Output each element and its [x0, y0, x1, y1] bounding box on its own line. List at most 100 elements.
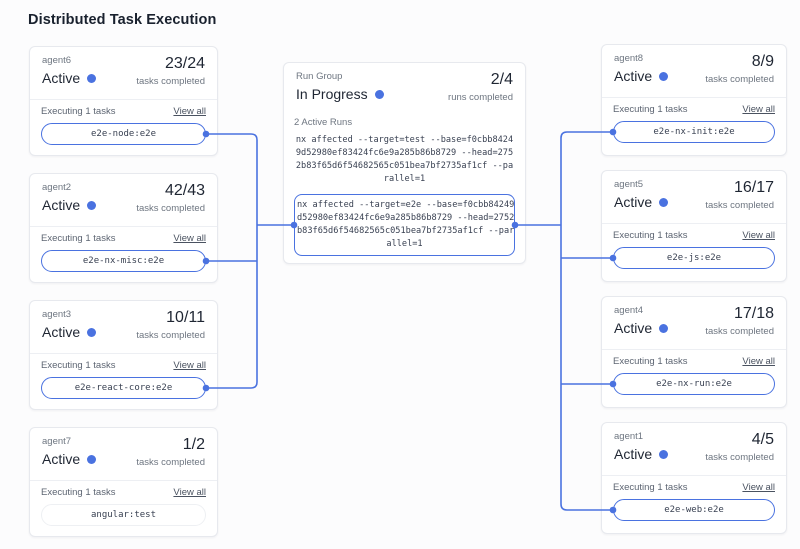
agent-card-header: agent7 Active 1/2 tasks completed — [30, 428, 217, 480]
agent-card-footer: Executing 1 tasks View all angular:test — [30, 480, 217, 526]
task-pill[interactable]: angular:test — [41, 504, 206, 526]
status-dot-icon — [659, 71, 669, 81]
run-group-panel: Run Group In Progress 2/4 runs completed… — [283, 62, 526, 264]
task-pill[interactable]: e2e-nx-misc:e2e — [41, 250, 206, 272]
agent-card-footer: Executing 1 tasks View all e2e-node:e2e — [30, 99, 217, 145]
status-dot-icon — [659, 197, 669, 207]
tasks-count: 42/43 — [164, 182, 205, 199]
page-title: Distributed Task Execution — [28, 12, 217, 28]
agent-card-header: agent8 Active 8/9 tasks completed — [602, 45, 786, 97]
agent-card-agent4: agent4 Active 17/18 tasks completed Exec… — [601, 296, 787, 408]
tasks-count: 1/2 — [182, 436, 205, 453]
agent-card-agent1: agent1 Active 4/5 tasks completed Execut… — [601, 422, 787, 534]
executing-label: Executing 1 tasks — [613, 230, 688, 241]
agent-card-agent2: agent2 Active 42/43 tasks completed Exec… — [29, 173, 218, 283]
status-dot-icon — [374, 89, 384, 99]
agent-name: agent1 — [614, 431, 644, 442]
tasks-count: 16/17 — [733, 179, 774, 196]
agent-status: Active — [614, 192, 669, 212]
task-pill[interactable]: e2e-react-core:e2e — [41, 377, 206, 399]
agent-card-agent5: agent5 Active 16/17 tasks completed Exec… — [601, 170, 787, 282]
view-all-link[interactable]: View all — [742, 356, 775, 367]
agent-status: Active — [42, 68, 97, 88]
executing-label: Executing 1 tasks — [41, 360, 116, 371]
agent-status: Active — [42, 449, 97, 469]
agent-name: agent3 — [42, 309, 72, 320]
executing-label: Executing 1 tasks — [41, 487, 116, 498]
task-pill[interactable]: e2e-node:e2e — [41, 123, 206, 145]
agent-card-footer: Executing 1 tasks View all e2e-nx-run:e2… — [602, 349, 786, 395]
run-group-label: Run Group — [296, 71, 343, 82]
view-all-link[interactable]: View all — [742, 230, 775, 241]
task-pill[interactable]: e2e-nx-run:e2e — [613, 373, 775, 395]
agent-card-footer: Executing 1 tasks View all e2e-nx-misc:e… — [30, 226, 217, 272]
task-pill[interactable]: e2e-nx-init:e2e — [613, 121, 775, 143]
agent-name: agent5 — [614, 179, 644, 190]
agent-status: Active — [42, 322, 97, 342]
tasks-count: 10/11 — [166, 309, 205, 326]
tasks-count: 4/5 — [751, 431, 774, 448]
tasks-count: 8/9 — [751, 53, 774, 70]
view-all-link[interactable]: View all — [173, 487, 206, 498]
executing-label: Executing 1 tasks — [41, 233, 116, 244]
tasks-count-caption: tasks completed — [136, 330, 205, 341]
agent-card-footer: Executing 1 tasks View all e2e-react-cor… — [30, 353, 217, 399]
agent-card-agent7: agent7 Active 1/2 tasks completed Execut… — [29, 427, 218, 537]
view-all-link[interactable]: View all — [173, 360, 206, 371]
tasks-count-caption: tasks completed — [705, 74, 774, 85]
tasks-count-caption: tasks completed — [705, 326, 774, 337]
agent-name: agent2 — [42, 182, 72, 193]
tasks-count-caption: tasks completed — [136, 76, 205, 87]
view-all-link[interactable]: View all — [742, 482, 775, 493]
run-group-status: In Progress — [296, 84, 384, 104]
agent-name: agent7 — [42, 436, 72, 447]
status-dot-icon — [87, 327, 97, 337]
agent-card-footer: Executing 1 tasks View all e2e-nx-init:e… — [602, 97, 786, 143]
agent-card-agent3: agent3 Active 10/11 tasks completed Exec… — [29, 300, 218, 410]
agent-status: Active — [42, 195, 97, 215]
agent-card-header: agent5 Active 16/17 tasks completed — [602, 171, 786, 223]
agent-status: Active — [614, 444, 669, 464]
agent-name: agent4 — [614, 305, 644, 316]
view-all-link[interactable]: View all — [173, 233, 206, 244]
agent-card-footer: Executing 1 tasks View all e2e-web:e2e — [602, 475, 786, 521]
agent-status: Active — [614, 66, 669, 86]
agent-name: agent8 — [614, 53, 644, 64]
task-pill[interactable]: e2e-web:e2e — [613, 499, 775, 521]
agent-card-header: agent6 Active 23/24 tasks completed — [30, 47, 217, 99]
tasks-count-caption: tasks completed — [705, 452, 774, 463]
status-dot-icon — [87, 73, 97, 83]
executing-label: Executing 1 tasks — [41, 106, 116, 117]
agent-card-header: agent4 Active 17/18 tasks completed — [602, 297, 786, 349]
active-runs-label: 2 Active Runs — [294, 117, 353, 128]
status-dot-icon — [659, 449, 669, 459]
run-command[interactable]: nx affected --target=e2e --base=f0cbb842… — [294, 194, 515, 256]
agent-name: agent6 — [42, 55, 72, 66]
status-dot-icon — [659, 323, 669, 333]
view-all-link[interactable]: View all — [742, 104, 775, 115]
task-pill[interactable]: e2e-js:e2e — [613, 247, 775, 269]
agent-card-header: agent3 Active 10/11 tasks completed — [30, 301, 217, 353]
tasks-count-caption: tasks completed — [136, 457, 205, 468]
executing-label: Executing 1 tasks — [613, 104, 688, 115]
run-group-header: Run Group In Progress 2/4 runs completed — [284, 63, 525, 111]
status-dot-icon — [87, 454, 97, 464]
agent-card-agent8: agent8 Active 8/9 tasks completed Execut… — [601, 44, 787, 156]
executing-label: Executing 1 tasks — [613, 356, 688, 367]
executing-label: Executing 1 tasks — [613, 482, 688, 493]
status-dot-icon — [87, 200, 97, 210]
agent-card-agent6: agent6 Active 23/24 tasks completed Exec… — [29, 46, 218, 156]
agent-status: Active — [614, 318, 669, 338]
tasks-count-caption: tasks completed — [705, 200, 774, 211]
tasks-count-caption: tasks completed — [136, 203, 205, 214]
runs-count: 2/4 — [490, 71, 513, 88]
run-group-body: 2 Active Runs nx affected --target=test … — [284, 111, 525, 262]
agent-card-header: agent2 Active 42/43 tasks completed — [30, 174, 217, 226]
runs-count-caption: runs completed — [448, 92, 513, 103]
run-command[interactable]: nx affected --target=test --base=f0cbb84… — [295, 135, 514, 184]
agent-card-header: agent1 Active 4/5 tasks completed — [602, 423, 786, 475]
tasks-count: 23/24 — [164, 55, 205, 72]
agent-card-footer: Executing 1 tasks View all e2e-js:e2e — [602, 223, 786, 269]
tasks-count: 17/18 — [733, 305, 774, 322]
view-all-link[interactable]: View all — [173, 106, 206, 117]
